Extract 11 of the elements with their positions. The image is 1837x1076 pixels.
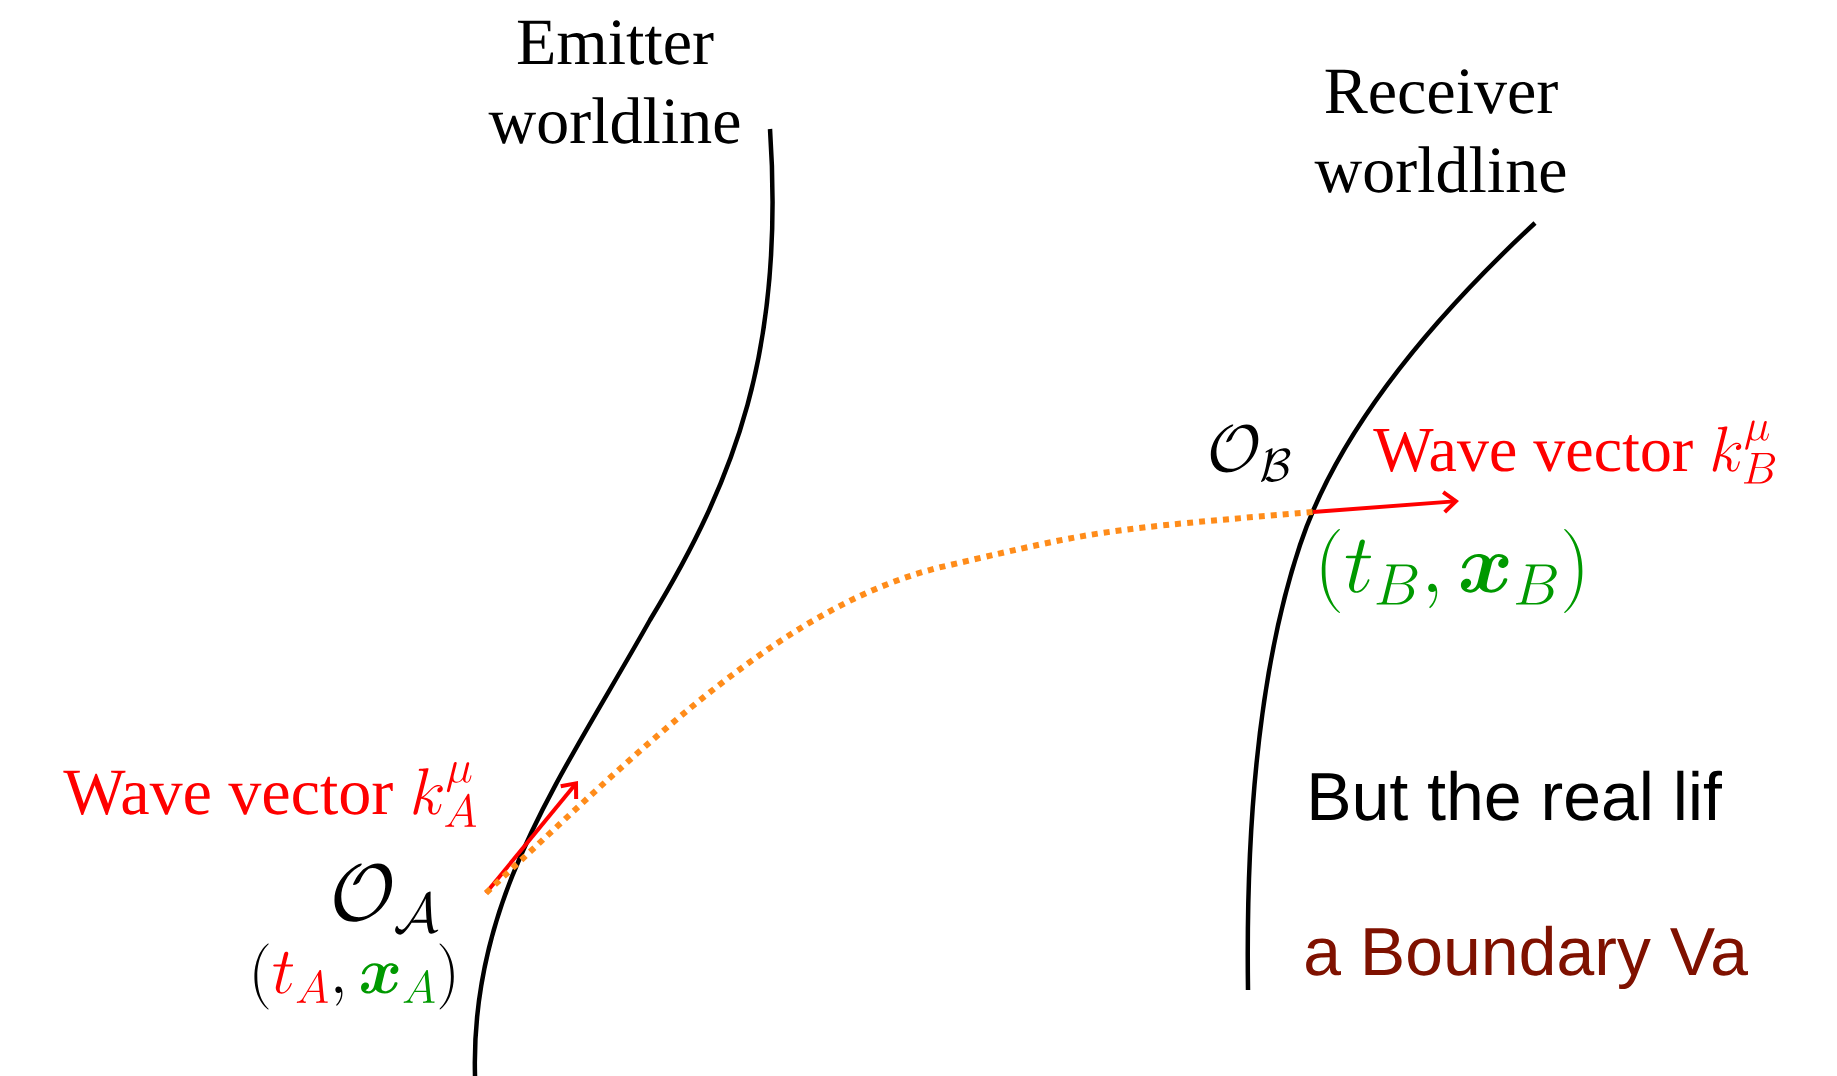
event-label: $\mathcal{O}_{\mathcal{B}}$ <box>1210 424 1291 482</box>
light-ray <box>483 509 1314 896</box>
coordinate-label: $(t_B, \boldsymbol{x}_B)$ <box>1321 529 1583 613</box>
slide-text: But the real lif <box>1311 770 1722 821</box>
event-label: $\mathcal{O}_{\mathcal{A}}$ <box>334 863 439 935</box>
vector-label: $\text{Wave vector } k_B^{\mu}$ <box>1373 420 1776 484</box>
worldline-label: Emitter worldline <box>488 20 740 144</box>
coordinate-label: $(\textcolor{red}{t_A}, \textcolor[HTML]{009900}{\boldsymbol{x}_A})$ <box>254 943 454 1010</box>
slide-text: a Boundary Va <box>1306 925 1748 990</box>
vector-label: $\text{Wave vector } k_A^{\mu}$ <box>63 761 476 827</box>
worldline-label: Receiver worldline <box>1314 69 1566 193</box>
